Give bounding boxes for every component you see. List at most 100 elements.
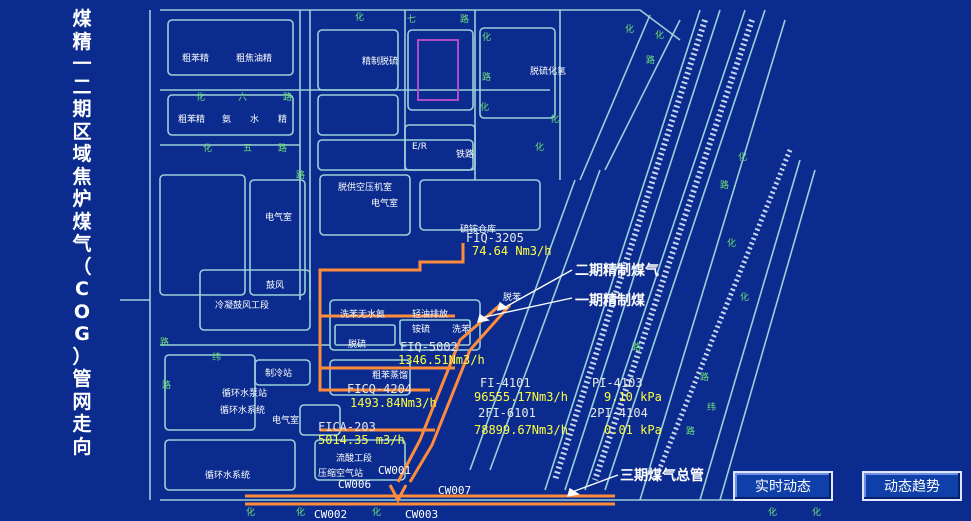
title-char: 走 [72, 413, 92, 435]
building-label: 铁路 [456, 150, 475, 160]
valve-cw001: CW001 [378, 464, 412, 477]
title-char: G [74, 323, 90, 345]
road-label: 化 [372, 508, 382, 518]
building-label: 水 [250, 115, 260, 125]
building-label: 精制脱硫 [362, 57, 399, 67]
tag-fica-203: FICA-203 [318, 420, 376, 434]
road-label: 化 [768, 508, 778, 518]
tag-pi-4103: PI-4103 [592, 376, 643, 390]
building-label: 流酸工段 [336, 454, 373, 464]
building-label: E/R [412, 142, 427, 152]
title-char: 焦 [72, 165, 92, 188]
realtime-button[interactable]: 实时动态 [733, 471, 833, 501]
building-label: 冷凝鼓风工段 [215, 301, 270, 311]
road-label: 化 [355, 13, 365, 23]
tag-fiq-3205: FIQ-3205 [466, 231, 524, 245]
title-char: 区 [72, 120, 92, 143]
title-char: 二 [72, 75, 92, 98]
road-label: 化 [482, 33, 492, 43]
road-label: 路 [632, 343, 642, 353]
value-fica-203: 5014.35 m3/h [318, 433, 405, 447]
title-char: O [73, 300, 91, 323]
title-char: 炉 [72, 188, 92, 210]
road-label: 路 [720, 181, 730, 191]
building-label: 铵硫 [412, 325, 431, 335]
tag-fiq-5002: FIQ-5002 [400, 340, 458, 354]
building-label: 精 [278, 115, 288, 125]
road-label: 路 [686, 427, 696, 437]
road-label: 化 [740, 293, 750, 303]
road-label: 五 [243, 144, 253, 154]
road-label: 纬 [707, 403, 717, 413]
building-label: 粗苯蒸馏 [372, 371, 409, 381]
valve-cw002: CW002 [314, 508, 348, 521]
road-label: 路 [460, 15, 470, 25]
road-label: 路 [296, 171, 306, 181]
gas-pipelines [245, 243, 615, 506]
road-label: 化 [196, 93, 206, 103]
building-label: 电气室 [371, 199, 399, 209]
road-label: 路 [700, 373, 710, 383]
road-label: 化 [246, 508, 256, 518]
title-char: 精 [72, 30, 92, 53]
value-2fi-6101: 78899.67Nm3/h [474, 423, 568, 437]
road-label: 纬 [212, 353, 222, 363]
title-char: 气 [72, 233, 92, 255]
label-phase2-gas: 二期精制煤气 [575, 263, 659, 279]
building-label: 轻油排放 [412, 310, 449, 320]
building-label: 电气室 [265, 213, 293, 223]
label-phase1-gas: 一期精制煤 [575, 293, 645, 309]
road-label: 化 [296, 508, 306, 518]
building-label: 循环水系统 [220, 406, 266, 416]
road-label: 六 [238, 93, 248, 103]
building-label: 粗苯精 [182, 54, 210, 64]
road-label: 化 [535, 143, 545, 153]
building-label: 脱供空压机室 [338, 183, 393, 193]
road-label: 路 [646, 56, 656, 66]
pipe-leaders [477, 269, 619, 497]
road-label: 化 [655, 31, 665, 41]
building-label: 脱硫化氢 [530, 67, 567, 77]
value-ficq-4204: 1493.84Nm3/h [350, 396, 437, 410]
value-2pi-4104: 0.01 kPa [604, 423, 662, 437]
building-label: 硫铵仓库 [460, 225, 497, 235]
road-label: 路 [160, 338, 170, 348]
valve-cw003: CW003 [405, 508, 439, 521]
building-label: 鼓风 [266, 281, 285, 291]
title-char: 期 [72, 98, 92, 120]
building-outline [167, 19, 294, 76]
value-fi-4101: 96555.17Nm3/h [474, 390, 568, 404]
building-label: 制冷站 [265, 369, 293, 379]
site-outlines [120, 9, 816, 501]
building-label: 氨 [222, 115, 232, 125]
road-label: 七 [407, 15, 417, 25]
road-label: 路 [283, 93, 293, 103]
building-label: 脱硫 [348, 340, 367, 350]
building-label: 洗苯 [452, 325, 471, 335]
trend-button[interactable]: 动态趋势 [862, 471, 962, 501]
title-char: （ [72, 255, 92, 278]
title-char: 一 [72, 53, 92, 75]
tag-ficq-4204: FICQ-4204 [347, 382, 413, 396]
value-fiq-3205: 74.64 Nm3/h [472, 244, 552, 258]
value-fiq-5002: 1346.51Nm3/h [398, 353, 485, 367]
title-char: 域 [72, 143, 92, 165]
title-char: 管 [72, 368, 92, 390]
highlight-building [417, 39, 459, 101]
title-char: 网 [72, 390, 92, 413]
building-label: 粗焦油精 [236, 54, 273, 64]
building-label: 脱苯 [503, 293, 522, 303]
building-label: 循环水泵站 [222, 389, 268, 399]
road-label: 化 [550, 115, 560, 125]
building-label: 洗苯无水氨 [340, 310, 386, 320]
building-label: 粗苯精 [178, 115, 206, 125]
tag-2fi-6101: 2FI-6101 [478, 406, 536, 420]
road-label: 路 [278, 144, 288, 154]
road-label: 化 [738, 153, 748, 163]
title-char: 向 [72, 435, 92, 458]
road-label: 路 [162, 381, 172, 391]
building-label: 压缩空气站 [318, 469, 364, 479]
